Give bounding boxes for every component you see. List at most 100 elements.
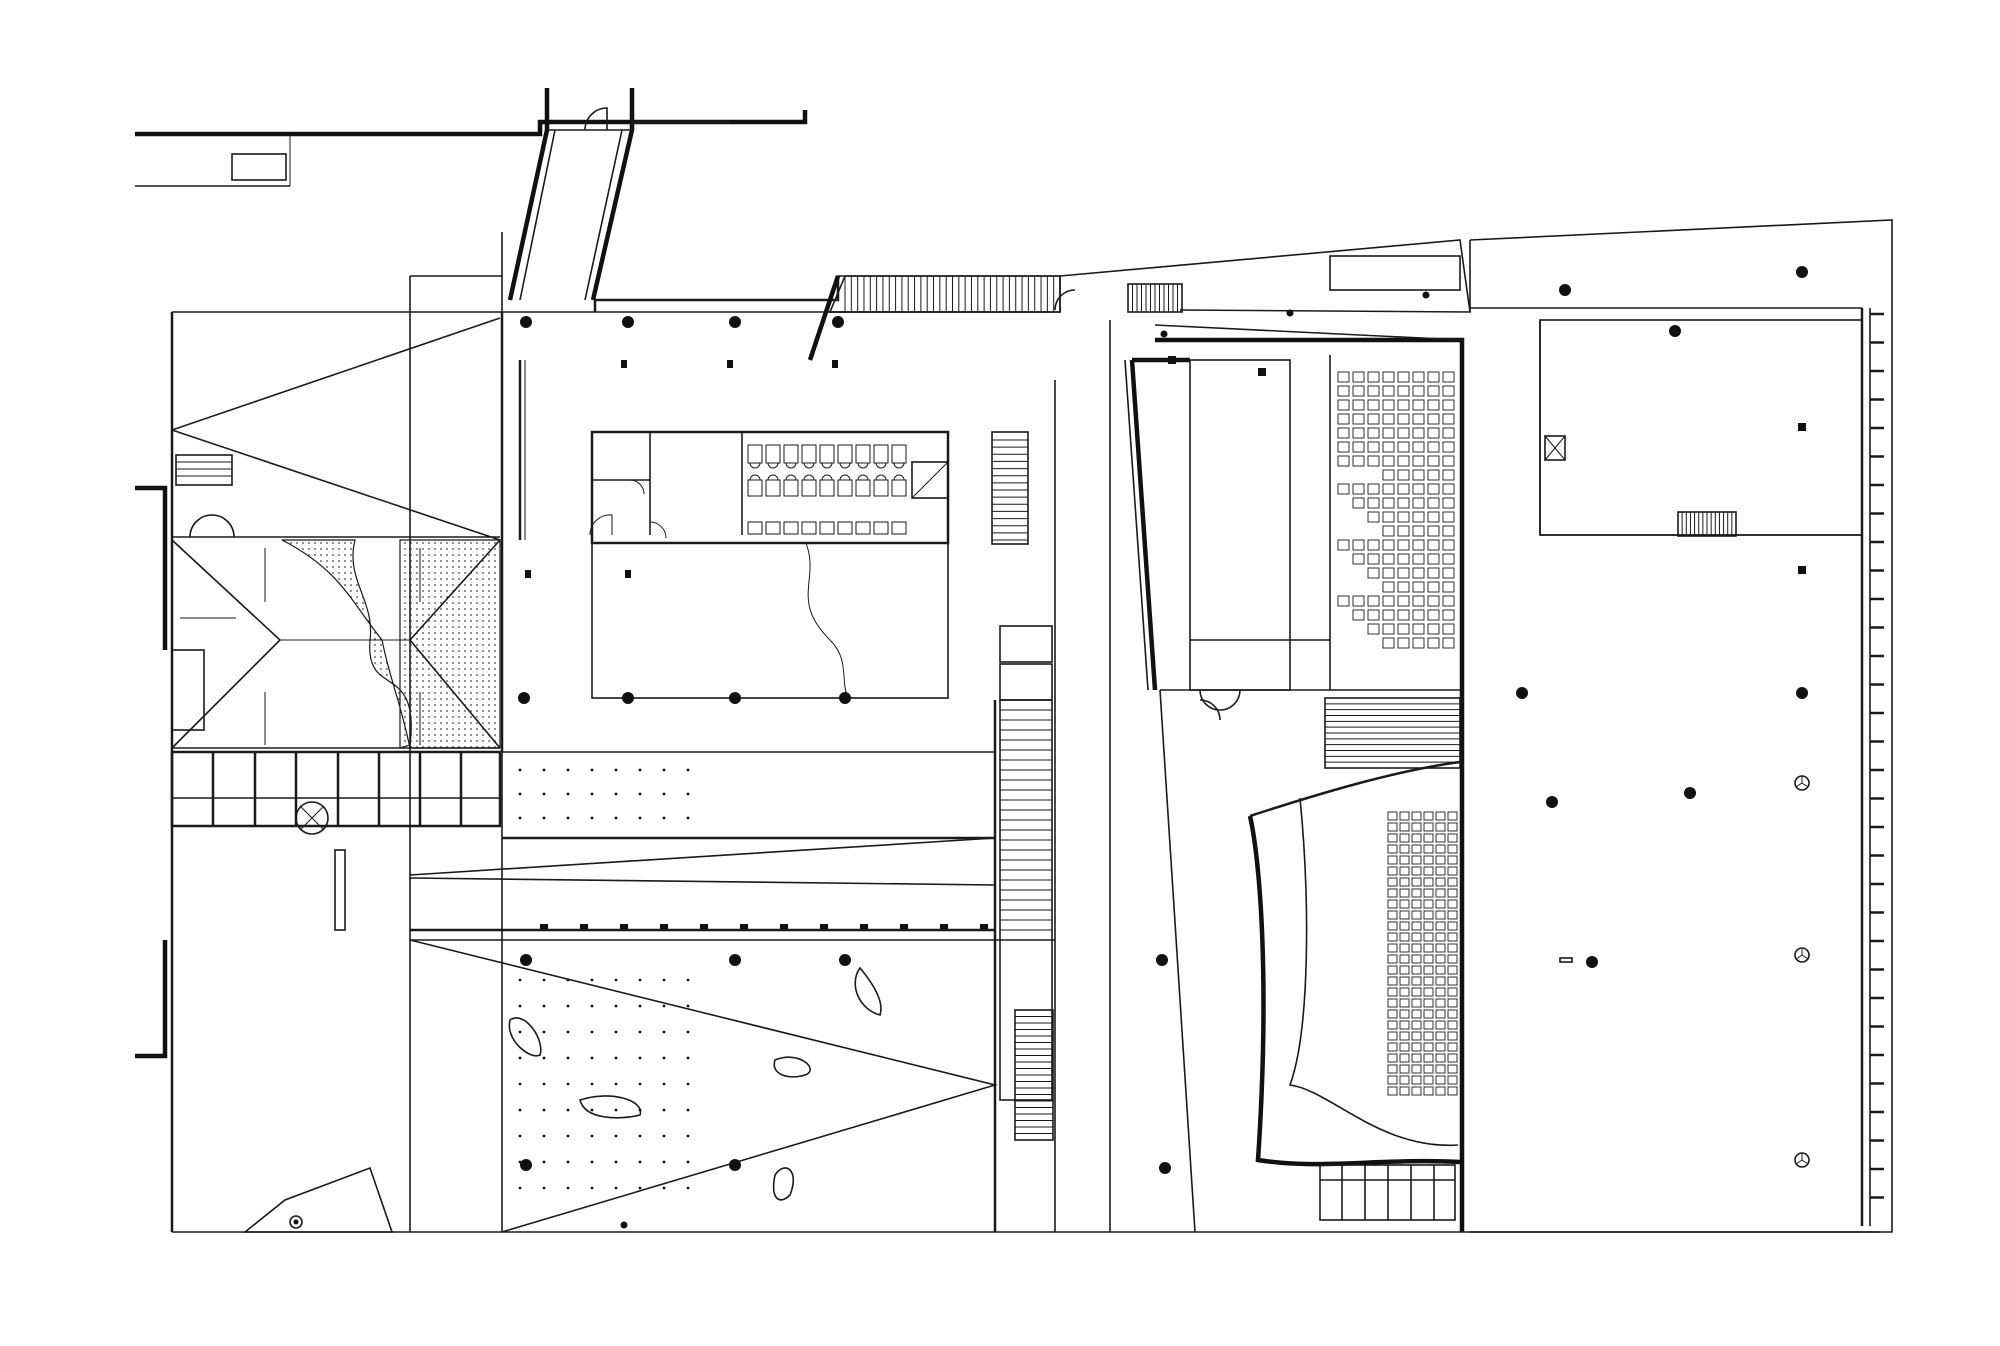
- seat: [1382, 385, 1395, 397]
- seat: [1411, 1042, 1422, 1052]
- seat: [1427, 581, 1440, 593]
- seat: [1382, 371, 1395, 383]
- seat: [1442, 609, 1455, 621]
- seat: [1412, 413, 1425, 425]
- fence-post: [620, 924, 628, 929]
- seat: [1442, 623, 1455, 635]
- seat: [1382, 483, 1395, 495]
- paving-dot: [518, 1056, 522, 1060]
- fence-post: [780, 924, 788, 929]
- seat: [1447, 833, 1458, 843]
- fence-post: [860, 924, 868, 929]
- seat: [1435, 1053, 1446, 1063]
- paving-dot: [662, 1160, 666, 1164]
- seat: [1442, 497, 1455, 509]
- paving-dot: [566, 978, 570, 982]
- seat: [1442, 441, 1455, 453]
- seat: [1411, 1064, 1422, 1074]
- east-hall: [1469, 219, 1893, 1233]
- seat: [1427, 637, 1440, 649]
- seat: [1412, 539, 1425, 551]
- paving-dot: [590, 1082, 594, 1086]
- seat: [1442, 413, 1455, 425]
- paving-dot: [638, 1108, 642, 1112]
- seat: [1352, 441, 1365, 453]
- paving-dot: [590, 816, 594, 820]
- seat: [1352, 609, 1365, 621]
- paving-dot: [686, 1108, 690, 1112]
- toilet-fixture: [749, 462, 761, 469]
- seat: [1442, 511, 1455, 523]
- seat: [1435, 932, 1446, 942]
- seat: [1382, 637, 1395, 649]
- column: [518, 692, 530, 704]
- seat: [1367, 553, 1380, 565]
- toilet-stall: [747, 521, 763, 535]
- seat: [1411, 987, 1422, 997]
- fence-post: [580, 924, 588, 929]
- column: [1796, 687, 1808, 699]
- column: [520, 316, 532, 328]
- seat: [1447, 921, 1458, 931]
- seat: [1427, 623, 1440, 635]
- seat: [1427, 441, 1440, 453]
- seat: [1387, 877, 1398, 887]
- seat: [1382, 441, 1395, 453]
- paving-dot: [518, 1082, 522, 1086]
- seat: [1411, 1086, 1422, 1096]
- toilet-fixture: [857, 462, 869, 469]
- seat: [1427, 427, 1440, 439]
- seat: [1399, 1053, 1410, 1063]
- seat: [1411, 1031, 1422, 1041]
- seat: [1352, 399, 1365, 411]
- special-column-spoke: [1801, 1159, 1809, 1165]
- special-column-spoke: [1801, 954, 1809, 960]
- structural-columns: [518, 266, 1808, 1229]
- paving-dot: [518, 1134, 522, 1138]
- seat: [1411, 833, 1422, 843]
- paving-dot: [614, 816, 618, 820]
- paving-dot: [566, 792, 570, 796]
- seat: [1399, 910, 1410, 920]
- seat: [1435, 1064, 1446, 1074]
- column: [520, 954, 532, 966]
- seat: [1435, 899, 1446, 909]
- seat: [1399, 965, 1410, 975]
- seat: [1397, 483, 1410, 495]
- seat: [1435, 998, 1446, 1008]
- toilet-fixture: [749, 474, 761, 481]
- special-column-spoke: [1795, 1159, 1803, 1165]
- toilet-stall: [855, 444, 871, 464]
- paving-dot: [614, 792, 618, 796]
- paving-dot: [518, 792, 522, 796]
- special-column-spoke: [1795, 954, 1803, 960]
- seat: [1411, 1009, 1422, 1019]
- seat: [1382, 399, 1395, 411]
- seat: [1412, 567, 1425, 579]
- column-square: [1258, 368, 1266, 376]
- seat: [1412, 637, 1425, 649]
- seat: [1412, 581, 1425, 593]
- seat: [1447, 1064, 1458, 1074]
- seat: [1397, 427, 1410, 439]
- seat: [1427, 609, 1440, 621]
- toilet-stall: [855, 479, 871, 497]
- seat: [1387, 811, 1398, 821]
- seat: [1447, 976, 1458, 986]
- seat: [1367, 427, 1380, 439]
- seat: [1423, 888, 1434, 898]
- column-small: [620, 1221, 628, 1229]
- paving-dot: [590, 1160, 594, 1164]
- seat: [1397, 469, 1410, 481]
- seat: [1397, 581, 1410, 593]
- seat: [1442, 469, 1455, 481]
- seat: [1411, 877, 1422, 887]
- seat: [1423, 910, 1434, 920]
- seat: [1447, 987, 1458, 997]
- paving-dot: [614, 978, 618, 982]
- seat: [1411, 1053, 1422, 1063]
- seat: [1442, 539, 1455, 551]
- seat: [1411, 844, 1422, 854]
- seat: [1399, 976, 1410, 986]
- seat: [1412, 469, 1425, 481]
